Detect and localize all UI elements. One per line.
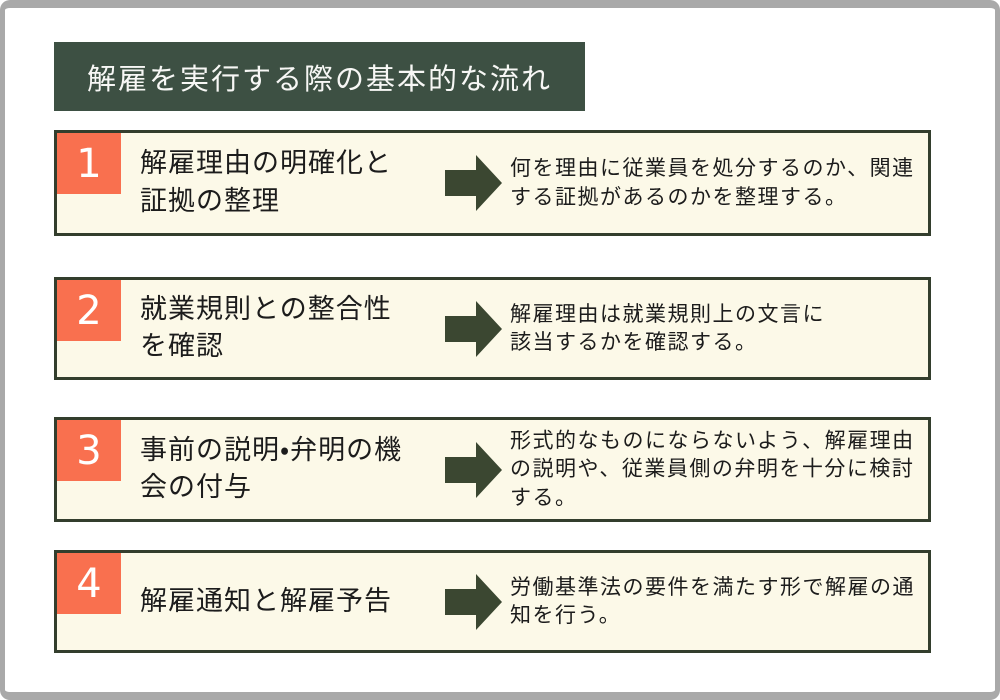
step-description: 労働基準法の要件を満たす形で解雇の通 知を行う。	[510, 574, 915, 628]
step-row-1: 1 解雇理由の明確化と 証拠の整理 何を理由に従業員を処分するのか、関連 する証…	[54, 130, 931, 236]
step-number: 3	[76, 427, 102, 474]
page-title-box: 解雇を実行する際の基本的な流れ	[54, 42, 585, 111]
step-row-4: 4 解雇通知と解雇予告 労働基準法の要件を満たす形で解雇の通 知を行う。	[54, 550, 931, 653]
arrow-right-icon	[445, 441, 502, 498]
step-title: 解雇通知と解雇予告	[140, 585, 392, 617]
step-title: 事前の説明・弁明の機 会の付与	[140, 434, 403, 504]
step-title: 解雇理由の明確化と 証拠の整理	[140, 148, 392, 217]
page-title: 解雇を実行する際の基本的な流れ	[86, 61, 552, 96]
step-number-badge: 2	[57, 280, 121, 341]
step-number-badge: 3	[57, 420, 121, 481]
arrow-right-icon	[445, 573, 502, 630]
step-number: 1	[76, 140, 102, 187]
step-number: 2	[76, 287, 102, 334]
step-row-3: 3 事前の説明・弁明の機 会の付与 形式的なものにならないよう、解雇理由 の説明…	[54, 417, 931, 522]
step-description: 形式的なものにならないよう、解雇理由 の説明や、従業員側の弁明を十分に検討 する…	[510, 428, 915, 510]
step-description: 解雇理由は就業規則上の文言に 該当するかを確認する。	[510, 301, 825, 355]
step-row-2: 2 就業規則との整合性 を確認 解雇理由は就業規則上の文言に 該当するかを確認す…	[54, 277, 931, 380]
step-number-badge: 1	[57, 133, 121, 194]
step-number-badge: 4	[57, 553, 121, 614]
step-description: 何を理由に従業員を処分するのか、関連 する証拠があるのかを整理する。	[510, 156, 915, 209]
arrow-right-icon	[445, 300, 502, 357]
step-number: 4	[76, 560, 102, 607]
arrow-right-icon	[445, 155, 502, 211]
step-title: 就業規則との整合性 を確認	[140, 293, 392, 363]
